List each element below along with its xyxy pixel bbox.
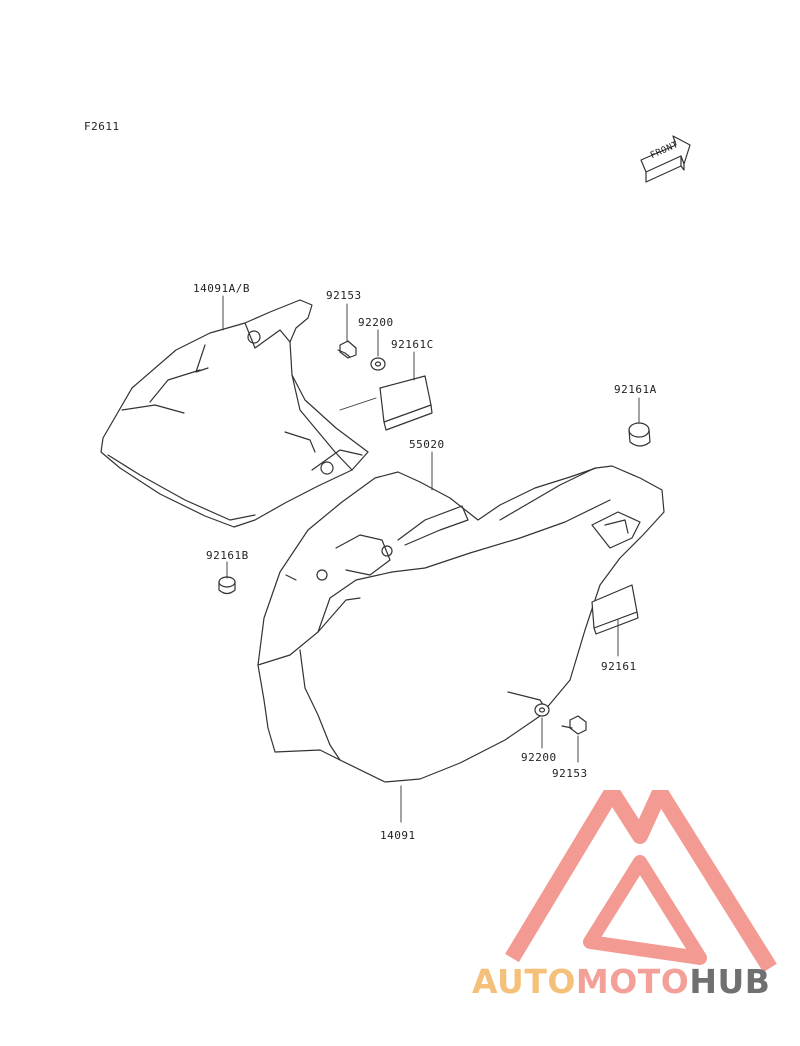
- callout-92200-bottom: 92200: [521, 751, 557, 764]
- bolt-92153-bottom-part: [561, 715, 587, 735]
- bolt-92153-top-part: [337, 340, 357, 359]
- front-arrow-icon: [640, 135, 691, 183]
- callout-92153-bottom: 92153: [552, 767, 588, 780]
- callout-92161b: 92161B: [206, 549, 249, 562]
- pad-92161c-part: [379, 375, 433, 431]
- grommet-92161b-part: [218, 576, 236, 595]
- watermark-auto: AUTO: [472, 962, 576, 1001]
- callout-92153-top: 92153: [326, 289, 362, 302]
- callout-55020: 55020: [409, 438, 445, 451]
- leader-lines: [222, 295, 640, 823]
- automotohub-logo-icon: [505, 790, 777, 973]
- watermark-text: AUTOMOTOHUB: [472, 962, 770, 1001]
- grommet-92161a-part: [628, 422, 651, 447]
- callout-92161: 92161: [601, 660, 637, 673]
- pad-92161-part: [591, 584, 639, 635]
- washer-92200-bottom-part: [534, 703, 550, 717]
- watermark-moto: MOTO: [575, 962, 690, 1001]
- watermark-hub: HUB: [689, 962, 771, 1001]
- washer-92200-top-part: [370, 357, 386, 371]
- callout-92161a: 92161A: [614, 383, 657, 396]
- callout-14091: 14091: [380, 829, 416, 842]
- upper-side-cover-part: [100, 299, 369, 528]
- callout-14091ab: 14091A/B: [193, 282, 250, 295]
- figure-code: F2611: [84, 120, 120, 133]
- callout-92200-top: 92200: [358, 316, 394, 329]
- callout-92161c: 92161C: [391, 338, 434, 351]
